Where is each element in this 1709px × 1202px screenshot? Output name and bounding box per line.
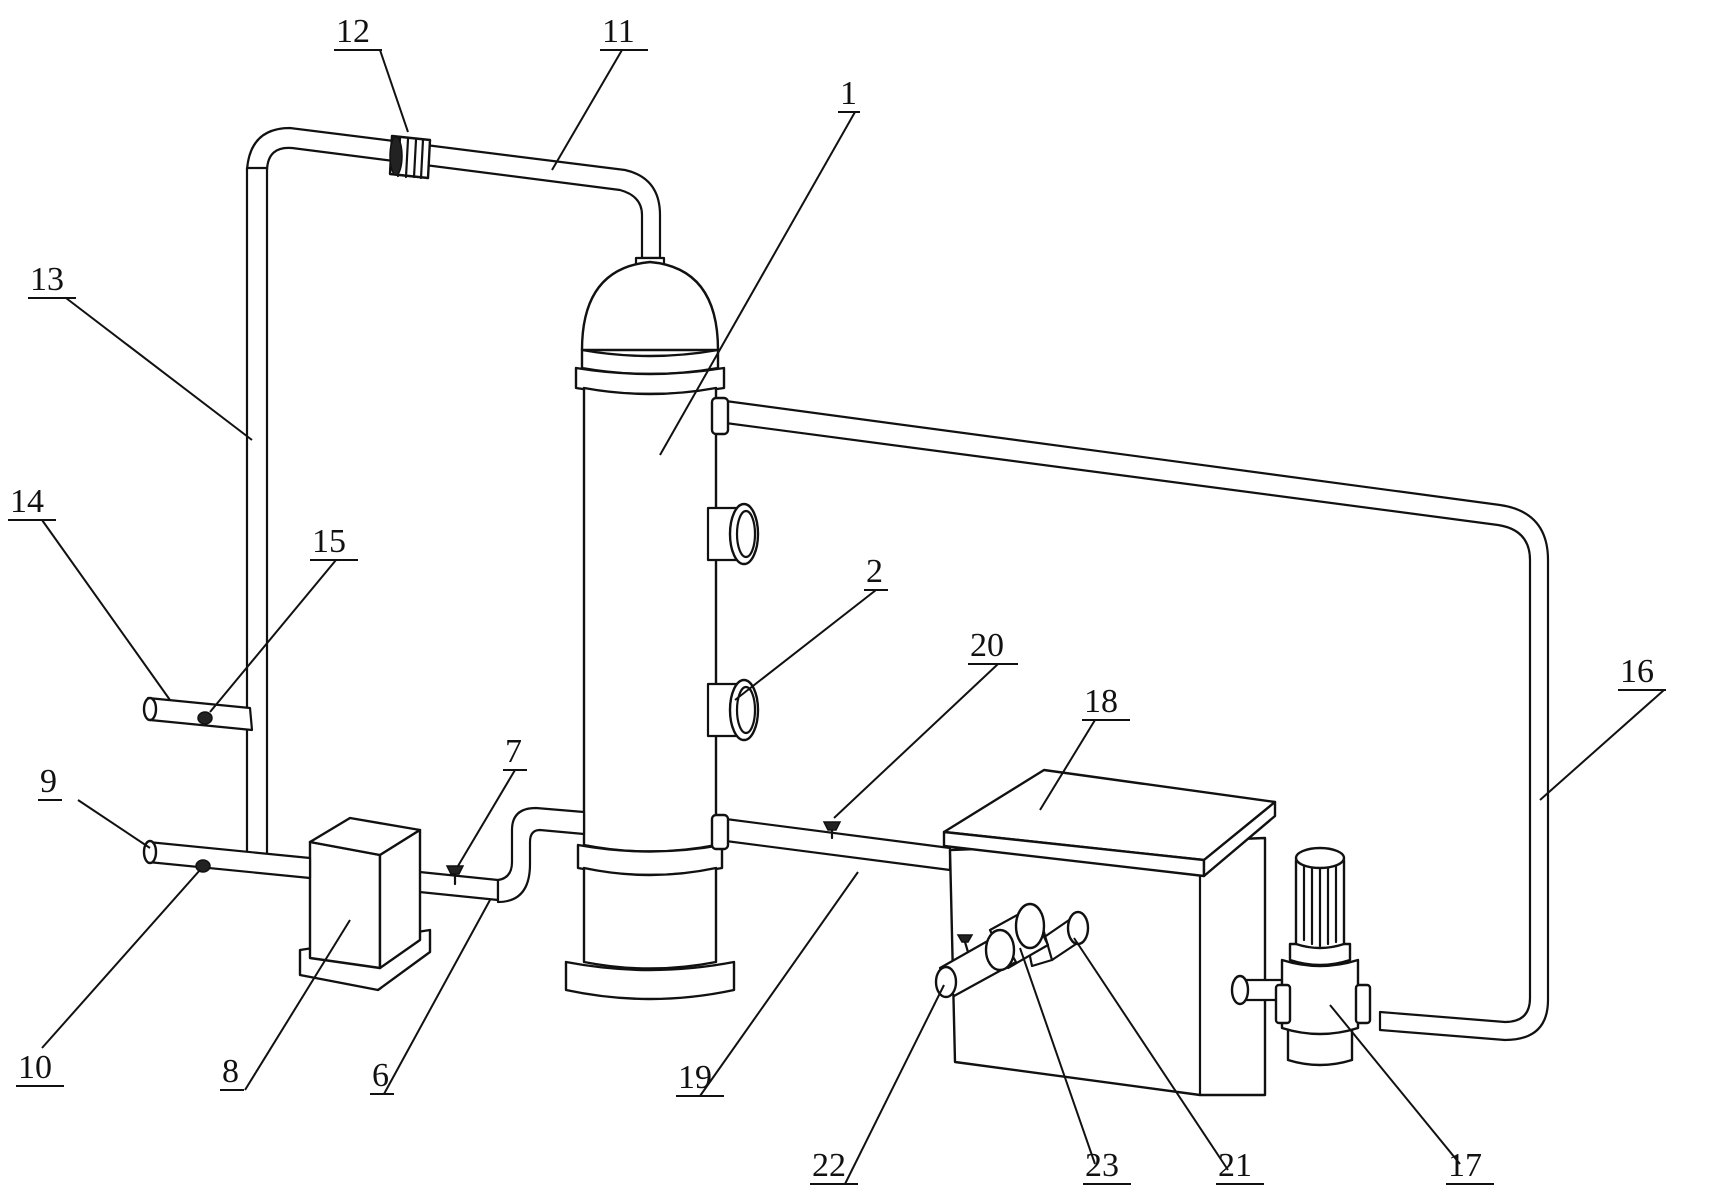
label-12: 12: [336, 13, 370, 50]
tower-port-2: [706, 678, 760, 742]
label-19: 19: [678, 1059, 712, 1096]
label-2: 2: [866, 553, 883, 590]
label-7: 7: [505, 733, 522, 770]
leader-11: [551, 49, 623, 171]
label-21: 21: [1218, 1147, 1252, 1184]
pipe-16-loop: [710, 396, 1550, 1042]
label-13: 13: [30, 261, 64, 298]
leader-14: [41, 519, 171, 701]
box-18: [942, 768, 1277, 1097]
leader-17: [1329, 1004, 1461, 1165]
leader-20: [833, 663, 999, 819]
pipe-6: [398, 806, 586, 904]
valve-20: [822, 821, 842, 840]
flow-meter-12: [388, 134, 432, 180]
label-20: 20: [970, 627, 1004, 664]
leader-15: [209, 559, 337, 713]
tower-1: [564, 256, 736, 1001]
pipe-11-top-line: [245, 126, 662, 260]
label-22: 22: [812, 1147, 846, 1184]
label-18: 18: [1084, 683, 1118, 720]
valve-7: [445, 865, 465, 886]
label-8: 8: [222, 1053, 239, 1090]
label-23: 23: [1085, 1147, 1119, 1184]
pipe-9: [142, 839, 312, 880]
label-9: 9: [40, 763, 57, 800]
blower-8: [298, 816, 432, 992]
leader-21: [1073, 937, 1229, 1171]
label-11: 11: [602, 13, 635, 50]
leader-23: [1019, 947, 1096, 1165]
label-17: 17: [1448, 1147, 1482, 1184]
leader-8: [244, 919, 351, 1091]
label-6: 6: [372, 1057, 389, 1094]
label-16: 16: [1620, 653, 1654, 690]
leader-19: [699, 871, 859, 1097]
pipe-22: [934, 928, 1018, 999]
leader-16: [1539, 689, 1665, 801]
pipe-13-vertical: [245, 166, 269, 858]
leader-2: [734, 589, 877, 701]
leader-9: [77, 799, 151, 849]
leader-13: [65, 297, 253, 441]
label-1: 1: [840, 75, 857, 112]
leader-22: [844, 984, 945, 1185]
tower-port-upper: [706, 502, 760, 566]
leader-12: [379, 49, 409, 133]
leader-1: [659, 111, 856, 456]
label-15: 15: [312, 523, 346, 560]
leader-10: [41, 869, 201, 1049]
pipe-14: [142, 696, 254, 732]
leader-6: [383, 899, 491, 1095]
label-10: 10: [18, 1049, 52, 1086]
leader-7: [457, 769, 516, 867]
label-14: 14: [10, 483, 44, 520]
leader-18: [1039, 719, 1096, 811]
